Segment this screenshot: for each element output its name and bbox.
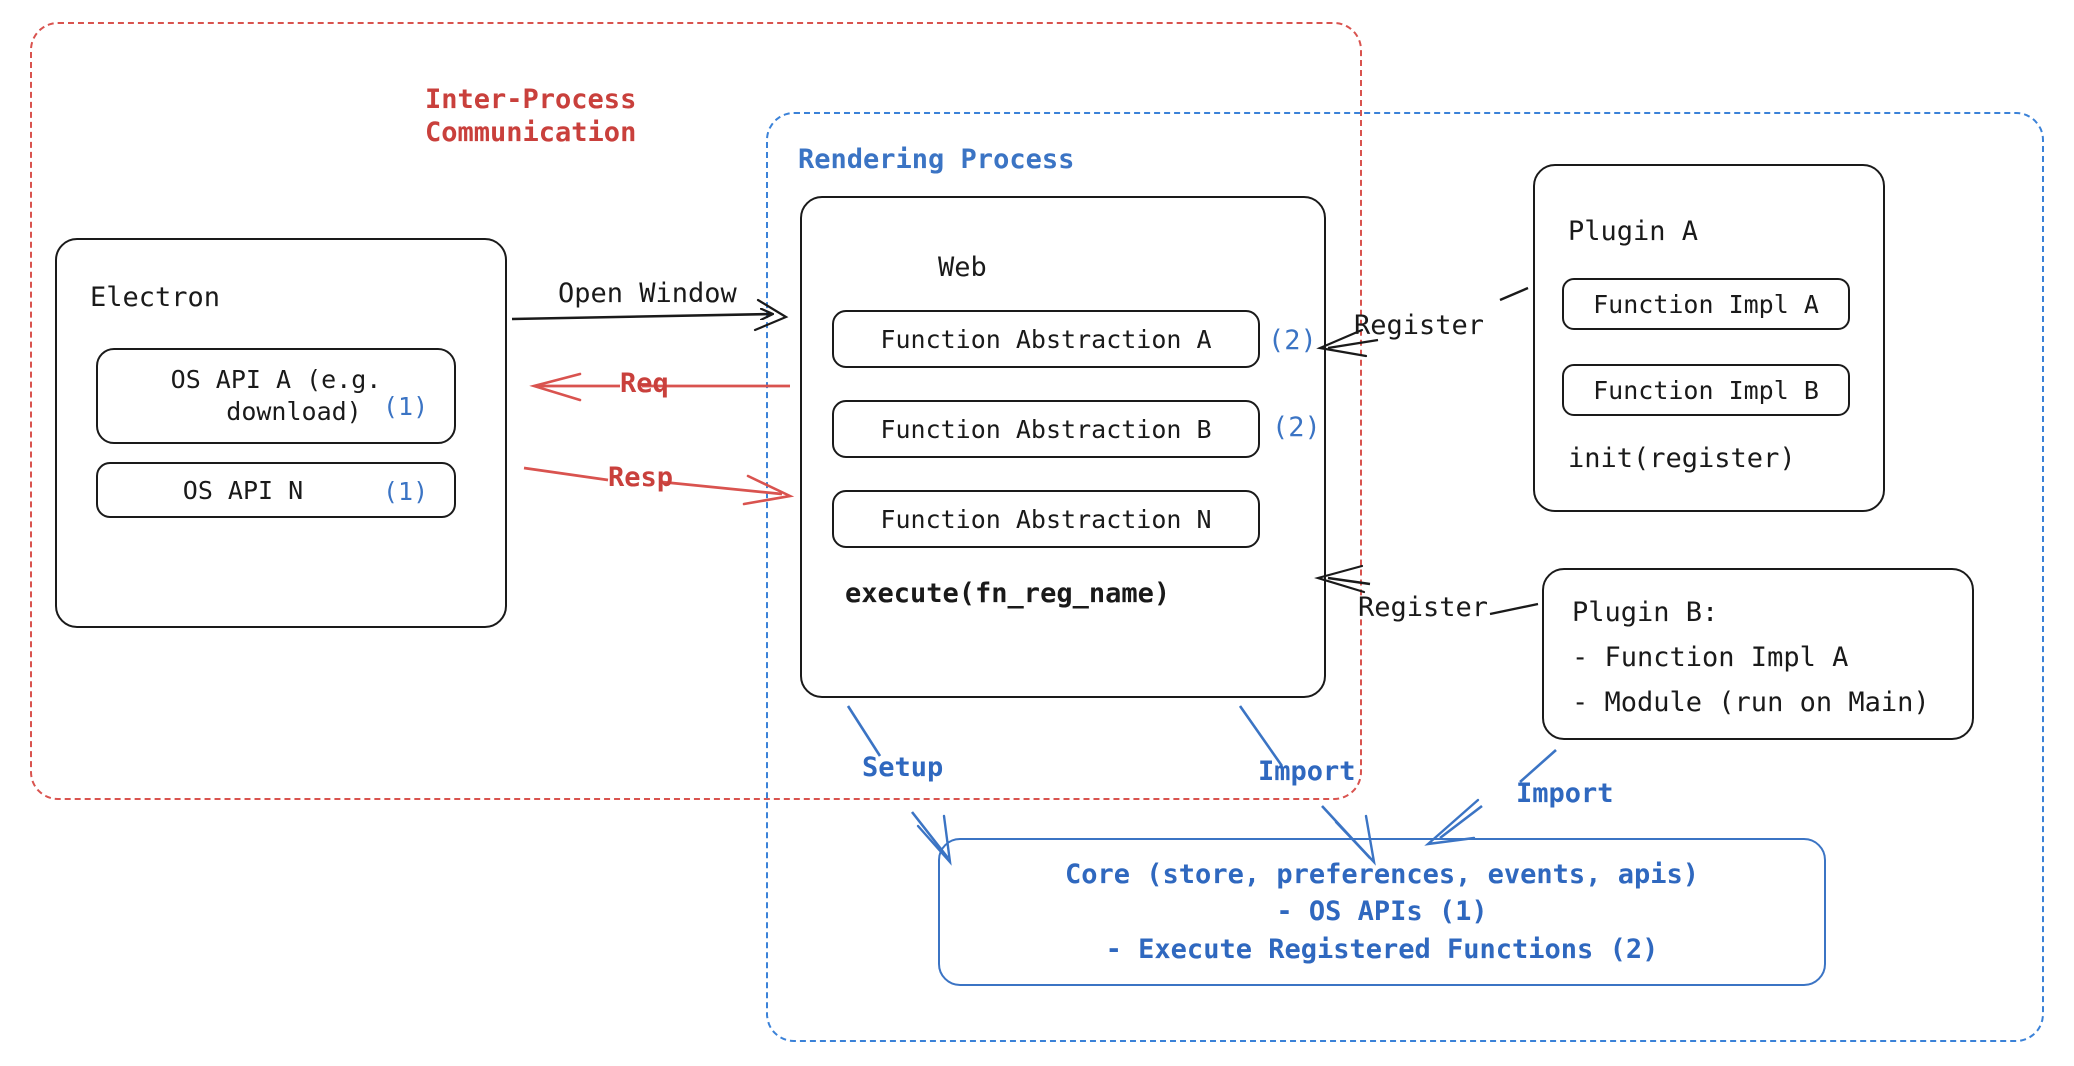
function-abstraction-a-marker: (2) <box>1268 325 1317 356</box>
os-api-a-box[interactable]: OS API A (e.g. download) <box>96 348 456 444</box>
function-abstraction-b-box[interactable]: Function Abstraction B <box>832 400 1260 458</box>
function-abstraction-a-label: Function Abstraction A <box>880 324 1212 354</box>
arrow-label-setup: Setup <box>862 752 944 783</box>
plugin-b-title: Plugin B: <box>1572 597 1719 628</box>
os-api-a-label: OS API A (e.g. download) <box>171 364 382 429</box>
arrow-label-import-plugin-b: Import <box>1516 778 1614 809</box>
electron-title: Electron <box>90 282 221 313</box>
arrow-label-open-window: Open Window <box>558 278 737 309</box>
rendering-process-region-boundary <box>766 112 2044 1042</box>
plugin-b-item-0: - Function Impl A <box>1572 642 1849 673</box>
plugin-b-item-1: - Module (run on Main) <box>1572 687 1930 718</box>
core-line-3: - Execute Registered Functions (2) <box>1105 933 1659 965</box>
plugin-a-init-method: init(register) <box>1568 443 1796 474</box>
plugin-a-function-impl-b-label: Function Impl B <box>1593 375 1819 405</box>
plugin-a-function-impl-b-box[interactable]: Function Impl B <box>1562 364 1850 416</box>
function-abstraction-n-label: Function Abstraction N <box>880 504 1212 534</box>
function-abstraction-n-box[interactable]: Function Abstraction N <box>832 490 1260 548</box>
function-abstraction-b-label: Function Abstraction B <box>880 414 1212 444</box>
os-api-a-marker: (1) <box>383 392 429 421</box>
os-api-a-line2: download) <box>226 397 362 426</box>
function-abstraction-b-marker: (2) <box>1272 412 1321 443</box>
web-title: Web <box>938 252 987 283</box>
plugin-a-function-impl-a-label: Function Impl A <box>1593 289 1819 319</box>
ipc-region-boundary <box>30 22 1362 800</box>
plugin-b-box <box>1542 568 1974 740</box>
core-line-1: Core (store, preferences, events, apis) <box>1065 859 1699 891</box>
plugin-a-box <box>1533 164 1885 512</box>
os-api-a-line1: OS API A (e.g. <box>170 364 382 394</box>
web-execute-method: execute(fn_reg_name) <box>845 578 1171 609</box>
arrow-label-resp: Resp <box>608 462 674 493</box>
core-line-2: - OS APIs (1) <box>1276 896 1488 928</box>
rendering-process-title: Rendering Process <box>798 144 1075 175</box>
plugin-a-title: Plugin A <box>1568 216 1699 247</box>
os-api-n-marker: (1) <box>383 477 429 506</box>
arrow-label-register-top: Register <box>1354 310 1485 341</box>
function-abstraction-a-box[interactable]: Function Abstraction A <box>832 310 1260 368</box>
arrow-label-req: Req <box>620 368 669 399</box>
core-box: Core (store, preferences, events, apis) … <box>938 838 1826 986</box>
plugin-a-function-impl-a-box[interactable]: Function Impl A <box>1562 278 1850 330</box>
os-api-n-label: OS API N <box>182 475 304 505</box>
arrow-label-import-web: Import <box>1258 756 1356 787</box>
arrow-label-register-bottom: Register <box>1358 592 1489 623</box>
os-api-n-box[interactable]: OS API N <box>96 462 456 518</box>
ipc-title-line2: Communication <box>425 116 637 148</box>
ipc-title-line1: Inter-Process <box>425 84 637 115</box>
